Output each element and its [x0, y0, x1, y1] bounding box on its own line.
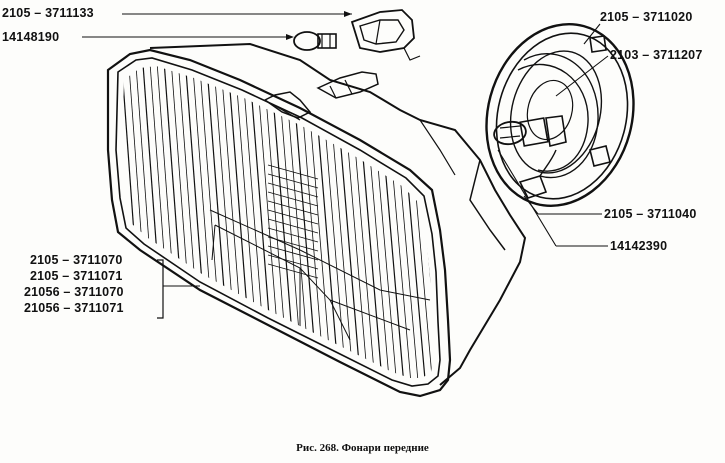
lens-rib [191, 66, 219, 378]
lens-rib [371, 95, 399, 378]
lens-rib [386, 99, 413, 378]
lens-rib [407, 103, 433, 378]
label-main-bulb: 14142390 [610, 239, 668, 253]
lens-rib [148, 66, 176, 378]
figure-caption: Рис. 268. Фонари передние [296, 442, 429, 454]
lens-rib [162, 66, 190, 378]
lens-rib [357, 92, 385, 378]
label-side-bulb: 14148190 [2, 30, 60, 44]
bulb-holder [350, 9, 421, 61]
lens-rib [270, 73, 298, 378]
lens-rib [227, 66, 255, 378]
rear-cover [485, 23, 635, 207]
main-bulb [493, 115, 567, 147]
lens-rib [155, 66, 183, 378]
side-bulb [293, 31, 337, 51]
lens-rib [393, 100, 420, 378]
lens-rib [249, 68, 277, 378]
lens-rib [170, 66, 197, 378]
lens-grid-line [267, 227, 319, 243]
lens-grid-line [267, 164, 319, 180]
lens-rib [134, 66, 161, 378]
lens-rib [328, 86, 356, 378]
lens-rib [177, 66, 204, 378]
lens-grid-line [267, 173, 319, 189]
lens-rib [400, 102, 428, 378]
lens-rib [141, 66, 169, 378]
lens-rib [234, 66, 262, 378]
lens-grid-line [267, 254, 319, 270]
lens-grid-line [267, 263, 319, 279]
label-headlamp-3: 21056 – 3711070 [24, 285, 124, 299]
socket [518, 149, 557, 199]
label-bulb-holder: 2105 – 3711133 [2, 6, 94, 20]
lens-grid-line [267, 191, 319, 207]
headlamp-housing [149, 42, 527, 386]
lens-grid-line [267, 182, 319, 198]
lens-rib [378, 97, 406, 378]
lens-rib [198, 66, 226, 378]
lens-rib [184, 66, 212, 378]
lens-rib [414, 105, 433, 378]
lens-rib [421, 107, 433, 378]
lens-rib [256, 70, 284, 378]
label-headlamp-4: 21056 – 3711071 [24, 301, 124, 315]
lens-grid-line [267, 200, 319, 216]
lens-rib [285, 76, 312, 378]
headlamp-lens-frame [106, 48, 452, 398]
headlamp-lens [122, 66, 433, 378]
label-headlamp-1: 2105 – 3711070 [30, 253, 123, 267]
lens-rib [126, 66, 154, 378]
lens-rib [292, 78, 320, 378]
lens-grid-line [267, 218, 319, 234]
lens-rib [220, 66, 248, 378]
label-socket: 2105 – 3711040 [604, 207, 697, 221]
label-rear-cover: 2105 – 3711020 [600, 10, 693, 24]
lens-rib [342, 89, 370, 378]
lens-grid-line [267, 209, 319, 225]
label-headlamp-2: 2105 – 3711071 [30, 269, 123, 283]
label-spring: 2103 – 3711207 [610, 48, 703, 62]
leader-lines [82, 11, 609, 319]
lens-rib [364, 94, 392, 378]
lens-rib [278, 75, 305, 378]
lens-grid-line [267, 245, 319, 261]
lens-rib [205, 66, 233, 378]
lens-rib [242, 67, 269, 378]
